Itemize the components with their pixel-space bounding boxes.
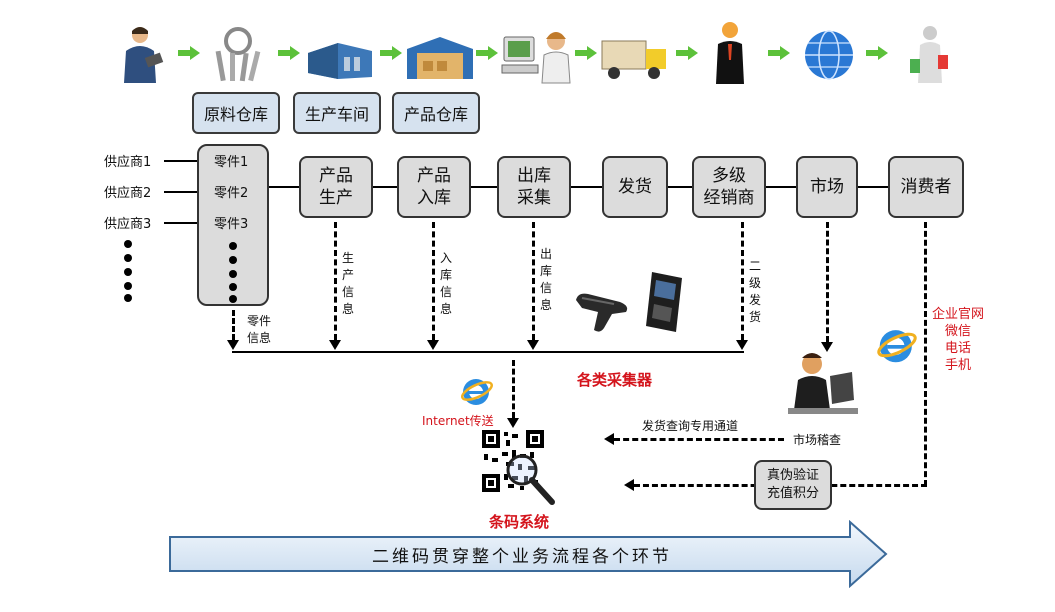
ie-browser-icon (461, 379, 493, 405)
flow-arrow-icon (278, 46, 300, 60)
businessman-icon (716, 22, 744, 84)
parts-info-label: 零件 信息 (246, 314, 271, 345)
banner-arrow (169, 520, 888, 588)
flow-arrow-icon (768, 46, 790, 60)
internet-label: Internet传送 (422, 414, 494, 428)
supplier-label: 供应商2 (104, 186, 152, 201)
inspector-icon (788, 353, 858, 414)
barcode-system-label: 条码系统 (489, 513, 550, 531)
flow-arrow-icon (866, 46, 888, 60)
store-box: 产品 入库 (397, 156, 471, 218)
supplier-label: 供应商1 (104, 155, 152, 170)
supplier-label: 供应商3 (104, 217, 152, 232)
part-label: 零件1 (214, 155, 249, 170)
store-info-line (432, 222, 435, 340)
market-check-line (826, 222, 829, 342)
pos-terminal-icon (646, 272, 682, 332)
produce-box: 产品 生产 (299, 156, 373, 218)
dealer-box: 多级 经销商 (692, 156, 766, 218)
supplier-connector (164, 191, 198, 193)
collectors-label: 各类采集器 (577, 371, 653, 389)
market-check-label: 市场稽查 (793, 433, 842, 447)
consumer-channel-line (924, 222, 927, 486)
outbound-box: 出库 采集 (497, 156, 571, 218)
factory-icon (308, 43, 372, 79)
to-barcode-line (512, 360, 515, 418)
ship-box: 发货 (602, 156, 668, 218)
store-info-label: 入 库 信 息 (439, 251, 452, 316)
dealer-ship-label: 二 级 发 货 (748, 259, 761, 324)
outbound-info-label: 出 库 信 息 (539, 247, 552, 312)
banner-text: 二维码贯穿整个业务流程各个环节 (372, 547, 672, 567)
qr-code-icon (482, 430, 555, 505)
part-label: 零件2 (214, 186, 249, 201)
verify-box: 真伪验证 充值积分 (754, 460, 832, 510)
parts-info-line (232, 310, 235, 340)
outbound-info-line (532, 222, 535, 340)
parts-box (197, 144, 269, 306)
query-channel-line (614, 438, 784, 441)
flow-arrow-icon (575, 46, 597, 60)
main-flow-line (269, 186, 893, 188)
truck-icon (601, 40, 666, 79)
supplier-connector (164, 160, 198, 162)
flow-arrow-icon (380, 46, 402, 60)
collection-line (232, 351, 744, 353)
raw-material-warehouse: 原料仓库 (192, 92, 280, 134)
computer-worker-icon (501, 32, 571, 84)
product-warehouse: 产品仓库 (392, 92, 480, 134)
market-box: 市场 (796, 156, 858, 218)
produce-info-label: 生 产 信 息 (341, 251, 354, 316)
barcode-scanner-icon (576, 293, 628, 332)
flow-arrow-icon (476, 46, 498, 60)
production-workshop: 生产车间 (293, 92, 381, 134)
consumer-channels-label: 企业官网 微信 电话 手机 (931, 307, 984, 373)
worker-icon (124, 27, 164, 83)
part-label: 零件3 (214, 217, 249, 232)
globe-icon (805, 30, 853, 80)
ie-browser-icon (877, 330, 917, 363)
dealer-ship-line (741, 222, 744, 340)
warehouse-icon (407, 37, 473, 79)
flow-arrow-icon (676, 46, 698, 60)
consumer-box: 消费者 (888, 156, 964, 218)
flow-arrow-icon (178, 46, 200, 60)
tools-icon (215, 27, 261, 82)
produce-info-line (334, 222, 337, 340)
query-channel-label: 发货查询专用通道 (642, 419, 739, 433)
supplier-connector (164, 222, 198, 224)
shopper-icon (910, 26, 948, 83)
